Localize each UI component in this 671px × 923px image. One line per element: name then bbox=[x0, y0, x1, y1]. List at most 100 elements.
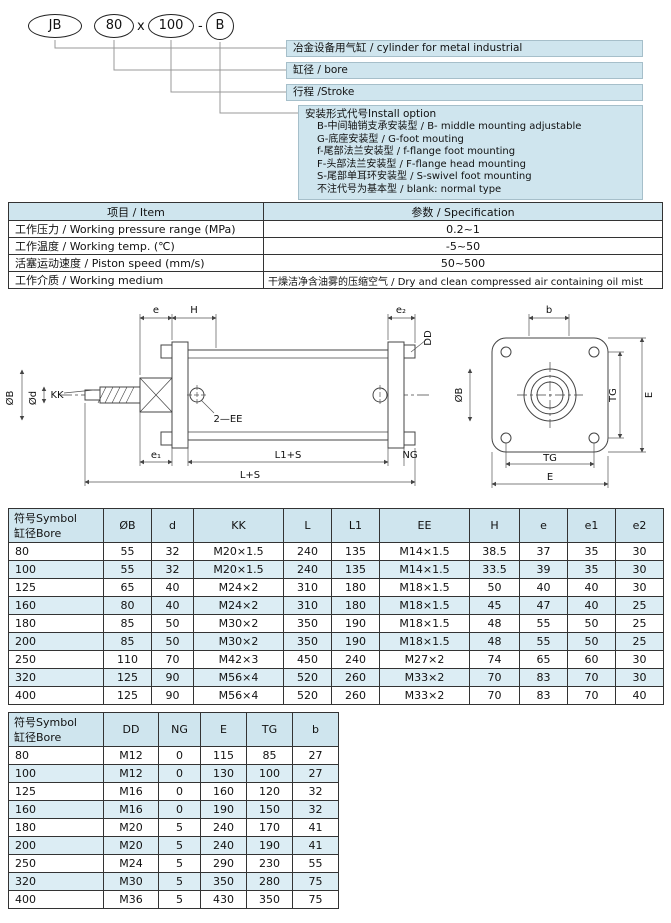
table-cell: 135 bbox=[331, 542, 380, 561]
table-cell: 70 bbox=[469, 686, 520, 705]
table-cell: M30×2 bbox=[193, 632, 284, 651]
column-header: H bbox=[469, 508, 520, 543]
table-cell: 30 bbox=[615, 650, 664, 669]
table-cell: 5 bbox=[158, 836, 201, 855]
table-cell: 75 bbox=[292, 890, 339, 909]
install-options-block: 安装形式代号Install option B-中间轴销支承安装型 / B- mi… bbox=[298, 105, 643, 200]
table-cell: 130 bbox=[200, 764, 247, 783]
table-cell: 25 bbox=[615, 596, 664, 615]
column-header: ØB bbox=[103, 508, 152, 543]
table-cell: 74 bbox=[469, 650, 520, 669]
table-cell: 520 bbox=[283, 686, 332, 705]
row-header: 100 bbox=[8, 560, 104, 579]
table-cell: 0.2~1 bbox=[263, 220, 663, 238]
table-cell: M24×2 bbox=[193, 578, 284, 597]
column-header: L bbox=[283, 508, 332, 543]
table-cell: 5 bbox=[158, 818, 201, 837]
table-cell: 85 bbox=[103, 632, 152, 651]
table-cell: 41 bbox=[292, 818, 339, 837]
table-cell: 180 bbox=[331, 578, 380, 597]
table-cell: 125 bbox=[103, 668, 152, 687]
table-cell: M14×1.5 bbox=[379, 560, 470, 579]
table-cell: M18×1.5 bbox=[379, 632, 470, 651]
row-header: 工作介质 / Working medium bbox=[8, 271, 264, 289]
column-header: NG bbox=[158, 712, 201, 747]
row-header: 200 bbox=[8, 836, 104, 855]
dim-label-e1: e₁ bbox=[151, 450, 161, 461]
table-cell: 55 bbox=[103, 560, 152, 579]
table-cell: 40 bbox=[151, 578, 194, 597]
side-view-dimensions bbox=[19, 314, 570, 486]
column-header: e bbox=[519, 508, 568, 543]
table-cell: 85 bbox=[246, 746, 293, 765]
table-cell: 32 bbox=[292, 782, 339, 801]
table-cell: M20×1.5 bbox=[193, 542, 284, 561]
table-cell: 75 bbox=[292, 872, 339, 891]
table-cell: M33×2 bbox=[379, 686, 470, 705]
column-header: e1 bbox=[567, 508, 616, 543]
table-cell: 65 bbox=[103, 578, 152, 597]
column-header: KK bbox=[193, 508, 284, 543]
table-cell: 5 bbox=[158, 872, 201, 891]
table-cell: 70 bbox=[567, 686, 616, 705]
dim-label-phiB-end: ØB bbox=[453, 387, 465, 402]
dim-label-e2: e₂ bbox=[396, 305, 406, 316]
table-cell: 125 bbox=[103, 686, 152, 705]
table-cell: 40 bbox=[615, 686, 664, 705]
table-cell: M14×1.5 bbox=[379, 542, 470, 561]
table-cell: 0 bbox=[158, 764, 201, 783]
table-cell: 40 bbox=[151, 596, 194, 615]
table-cell: M16 bbox=[103, 800, 159, 819]
table-cell: 190 bbox=[331, 632, 380, 651]
table-cell: 83 bbox=[519, 686, 568, 705]
table-cell: 41 bbox=[292, 836, 339, 855]
table-cell: 55 bbox=[103, 542, 152, 561]
corner-header: 符号Symbol 缸径Bore bbox=[8, 712, 104, 747]
column-header: DD bbox=[103, 712, 159, 747]
row-header: 125 bbox=[8, 782, 104, 801]
table-cell: 39 bbox=[519, 560, 568, 579]
table-cell: 350 bbox=[283, 632, 332, 651]
table-cell: 260 bbox=[331, 668, 380, 687]
row-header: 320 bbox=[8, 668, 104, 687]
table-cell: 190 bbox=[246, 836, 293, 855]
column-header: 项目 / Item bbox=[8, 202, 264, 221]
table-cell: 27 bbox=[292, 764, 339, 783]
dim-label-phiB: ØB bbox=[4, 390, 16, 405]
table-cell: 27 bbox=[292, 746, 339, 765]
model-code-bore: 80 bbox=[94, 14, 134, 38]
table-cell: 45 bbox=[469, 596, 520, 615]
row-header: 125 bbox=[8, 578, 104, 597]
table-cell: 35 bbox=[567, 542, 616, 561]
table-cell: 55 bbox=[519, 614, 568, 633]
table-cell: 5 bbox=[158, 890, 201, 909]
column-header: EE bbox=[379, 508, 470, 543]
table-cell: M20×1.5 bbox=[193, 560, 284, 579]
table-cell: 55 bbox=[519, 632, 568, 651]
table-cell: M27×2 bbox=[379, 650, 470, 669]
install-option-s: S-尾部单耳环安装型 / S-swivel foot mounting bbox=[317, 171, 532, 182]
model-code-separator-x: x bbox=[137, 19, 145, 34]
table-cell: M18×1.5 bbox=[379, 596, 470, 615]
table-cell: 25 bbox=[615, 632, 664, 651]
table-cell: 65 bbox=[519, 650, 568, 669]
table-cell: 85 bbox=[103, 614, 152, 633]
table-cell: M20 bbox=[103, 818, 159, 837]
column-header: d bbox=[151, 508, 194, 543]
table-cell: 350 bbox=[200, 872, 247, 891]
dim-label-e: e bbox=[153, 305, 159, 316]
table-cell: 280 bbox=[246, 872, 293, 891]
install-options-header: 安装形式代号Install option bbox=[305, 108, 437, 120]
table-cell: M24 bbox=[103, 854, 159, 873]
table-cell: 170 bbox=[246, 818, 293, 837]
table-cell: 32 bbox=[151, 542, 194, 561]
table-cell: -5~50 bbox=[263, 237, 663, 255]
